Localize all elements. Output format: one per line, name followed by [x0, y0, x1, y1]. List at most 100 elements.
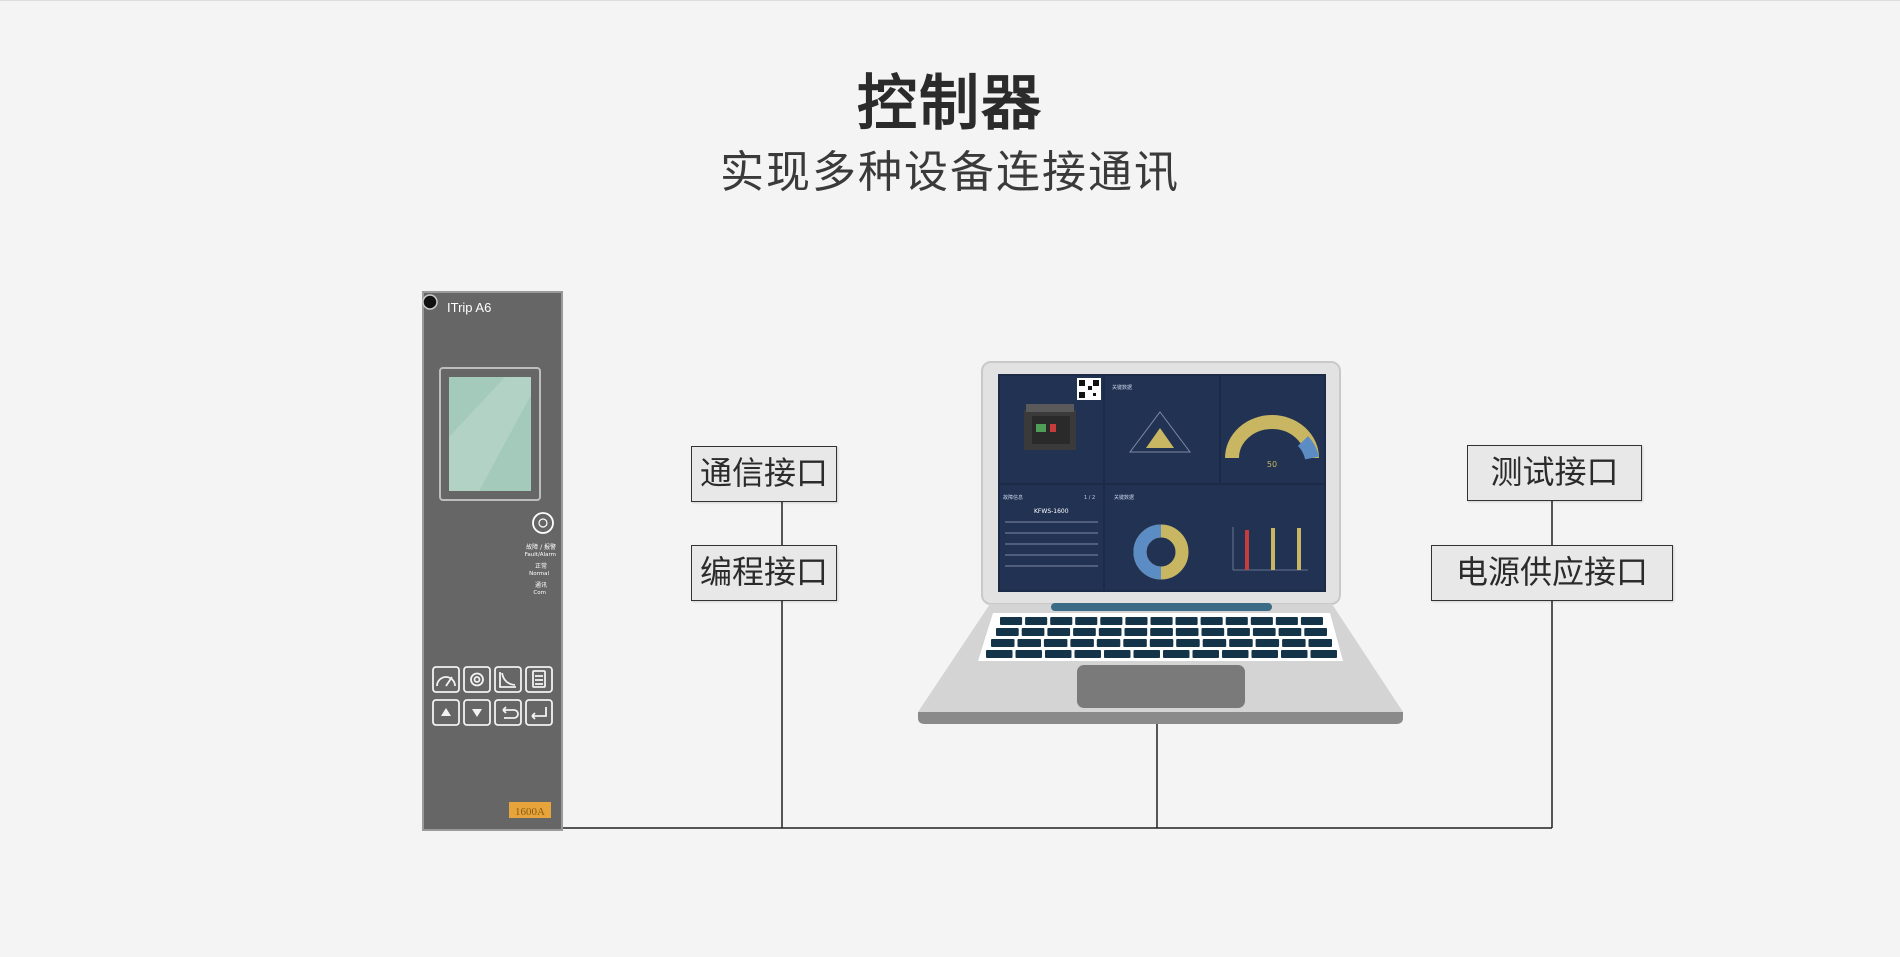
- keyboard-key: [1229, 639, 1253, 647]
- communication-interface-box: 通信接口: [691, 446, 837, 502]
- keyboard-key: [1202, 639, 1227, 647]
- document-icon: [532, 670, 546, 688]
- keyboard-key: [1025, 617, 1048, 625]
- testing-interface-box: 测试接口: [1467, 445, 1642, 501]
- keyboard-key: [1201, 628, 1225, 636]
- donut-chart-blue: [1133, 524, 1162, 580]
- controller-body: [422, 291, 563, 831]
- keyboard-key: [1050, 617, 1073, 625]
- keyboard-key: [996, 628, 1019, 636]
- keyboard-key: [1222, 650, 1249, 658]
- keyboard-key: [986, 650, 1013, 658]
- keyboard-key: [1100, 617, 1123, 625]
- panel1-title: 关键数据: [1112, 384, 1132, 391]
- keyboard-key: [1175, 628, 1199, 636]
- normal-label-en: Normal: [529, 571, 549, 577]
- keyboard-key: [1045, 650, 1072, 658]
- device-name: KFWS-1600: [1034, 508, 1069, 515]
- keyboard-key: [1047, 628, 1071, 636]
- keyboard-key: [1070, 639, 1094, 647]
- controller-model: ITrip A6: [447, 300, 491, 315]
- fault-label-en: Fault/Alarm: [525, 552, 556, 558]
- keyboard-key: [1149, 639, 1174, 647]
- power-supply-interface-box: 电源供应接口: [1431, 545, 1673, 601]
- comm-label-en: Com: [533, 590, 546, 596]
- keyboard-key: [1175, 617, 1198, 625]
- keyboard-key: [1304, 628, 1327, 636]
- keyboard-key: [1104, 650, 1131, 658]
- lcd-frame: [439, 367, 541, 501]
- curve-icon: [499, 672, 516, 688]
- reset-icon[interactable]: [532, 512, 554, 534]
- keyboard-key: [1073, 628, 1096, 636]
- keyboard-key: [1150, 628, 1173, 636]
- rating-badge: [509, 802, 551, 818]
- keyboard-key: [1225, 617, 1248, 625]
- triangle-chart: [1129, 411, 1191, 453]
- lcd-glare: [449, 377, 531, 491]
- rating-label: 1600A: [515, 806, 545, 818]
- keyboard-key: [1124, 628, 1148, 636]
- gauge-value: 50: [1267, 460, 1277, 469]
- keyboard-key: [1300, 617, 1323, 625]
- settings-button[interactable]: [463, 666, 491, 693]
- keyboard-key: [1251, 650, 1278, 658]
- page-indicator: 1 / 2: [1084, 495, 1095, 501]
- top-divider: [0, 0, 1900, 1]
- bar-chart: [1232, 527, 1308, 571]
- keyboard-key: [1282, 639, 1306, 647]
- comm-label: 通讯: [535, 581, 547, 589]
- gear-icon: [470, 672, 484, 687]
- indicator-led: [422, 294, 438, 310]
- panel2-title: 故障信息: [1003, 494, 1023, 501]
- normal-label: 正常: [535, 562, 547, 570]
- keyboard-key: [1278, 628, 1302, 636]
- triangle-chart-fill: [1146, 428, 1174, 448]
- keyboard-key: [1150, 617, 1173, 625]
- page-subtitle: 实现多种设备连接通讯: [720, 147, 1180, 198]
- connection-lines: [562, 501, 1553, 829]
- programming-interface-box: 编程接口: [691, 545, 837, 601]
- keyboard-key: [1043, 639, 1068, 647]
- keyboard-key: [1250, 617, 1273, 625]
- keyboard-key: [1192, 650, 1219, 658]
- keyboard-key: [1308, 639, 1332, 647]
- keyboard-key: [1163, 650, 1190, 658]
- keyboard-key: [991, 639, 1015, 647]
- keyboard-key: [1252, 628, 1276, 636]
- keyboard: [986, 617, 1337, 658]
- keyboard-key: [1021, 628, 1045, 636]
- keyboard-key: [1075, 617, 1098, 625]
- keyboard-key: [1176, 639, 1200, 647]
- laptop: 关键数据 50 故障信息 1 / 2 KFWS-1600 关键数据: [918, 361, 1403, 724]
- keyboard-key: [1000, 617, 1023, 625]
- keyboard-key: [1281, 650, 1308, 658]
- keyboard-key: [1074, 650, 1101, 658]
- panel3-title: 关键数据: [1114, 494, 1134, 501]
- page-title: 控制器: [857, 69, 1043, 139]
- keyboard-key: [1015, 650, 1042, 658]
- keyboard-key: [1310, 650, 1337, 658]
- keyboard-key: [1017, 639, 1041, 647]
- down-button[interactable]: [463, 699, 491, 726]
- keyboard-key: [1098, 628, 1122, 636]
- keyboard-key: [1125, 617, 1148, 625]
- up-button[interactable]: [432, 699, 460, 726]
- records-button[interactable]: [525, 666, 553, 693]
- laptop-hinge: [1051, 603, 1272, 611]
- fault-label: 故障 / 报警: [526, 543, 556, 551]
- laptop-base-edge: [918, 712, 1403, 724]
- curve-button[interactable]: [494, 666, 522, 693]
- enter-button[interactable]: [525, 699, 553, 726]
- enter-icon: [531, 707, 547, 720]
- up-arrow-icon: [441, 708, 451, 716]
- gauge-chart-blue: [1297, 436, 1319, 460]
- keyboard-key: [1275, 617, 1298, 625]
- meter-button[interactable]: [432, 666, 460, 693]
- controller-device: ITrip A6 故障 / 报警 Fault/Alarm 正常 Normal 通…: [422, 291, 563, 831]
- breaker-image: [1024, 404, 1076, 450]
- info-rows: [1005, 521, 1098, 567]
- back-button[interactable]: [494, 699, 522, 726]
- keyboard-key: [1123, 639, 1147, 647]
